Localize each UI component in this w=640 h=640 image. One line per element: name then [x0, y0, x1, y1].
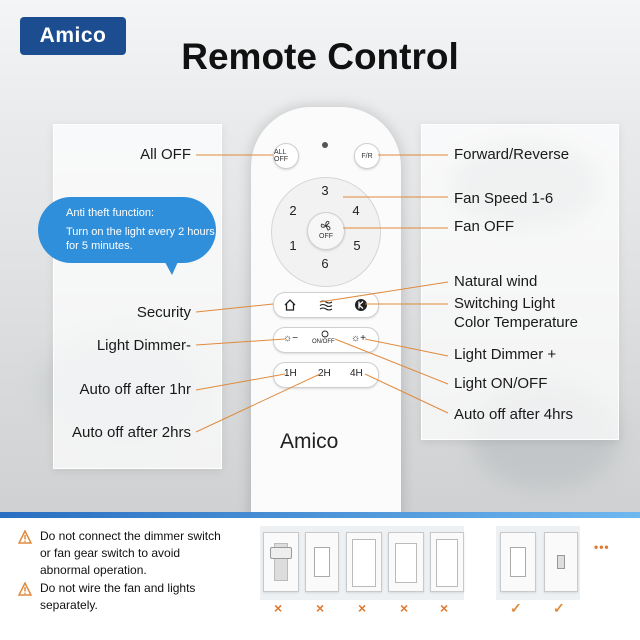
- label-light-on-off: Light ON/OFF: [454, 375, 548, 392]
- label-auto-off-1hr: Auto off after 1hr: [79, 381, 191, 398]
- switch-fan-control: [346, 532, 382, 592]
- label-natural-wind: Natural wind: [454, 273, 538, 290]
- label-switching-light: Switching Light: [454, 295, 555, 312]
- compatible-mark: ✓: [553, 600, 565, 616]
- speed-6-button[interactable]: 6: [321, 256, 329, 271]
- bulb-icon: [321, 330, 329, 338]
- warning-dimmer-line1: Do not connect the dimmer switch: [40, 529, 221, 543]
- light-on-off-button[interactable]: ON/OFF: [312, 339, 335, 345]
- natural-wind-icon[interactable]: [319, 298, 333, 312]
- warning-dimmer-line2: or fan gear switch to avoid: [40, 546, 181, 560]
- dimmer-minus-button[interactable]: ☼−: [283, 333, 299, 344]
- speed-3-button[interactable]: 3: [321, 183, 329, 198]
- label-auto-off-4hrs: Auto off after 4hrs: [454, 406, 573, 423]
- switch-fan-dimmer: [388, 532, 424, 592]
- label-color-temperature: Color Temperature: [454, 314, 578, 331]
- incompatible-mark: ×: [400, 600, 409, 616]
- all-off-button[interactable]: ALL OFF: [273, 143, 299, 169]
- switch-fan-speed: [430, 532, 464, 592]
- warning-wiring-line2: separately.: [40, 598, 98, 612]
- incompatible-mark: ×: [358, 600, 367, 616]
- incompatible-mark: ×: [316, 600, 325, 616]
- anti-theft-bubble: Anti theft function: Turn on the light e…: [38, 197, 216, 263]
- fan-off-button[interactable]: OFF: [307, 212, 345, 250]
- switch-rocker: [305, 532, 339, 592]
- label-forward-reverse: Forward/Reverse: [454, 146, 570, 163]
- speed-4-button[interactable]: 4: [352, 203, 360, 218]
- forward-reverse-button[interactable]: F/R: [354, 143, 380, 169]
- divider-bar: [0, 512, 640, 518]
- label-light-dimmer-minus: Light Dimmer-: [96, 337, 191, 354]
- more-options-dots: •••: [594, 540, 610, 554]
- right-panel: [421, 124, 619, 440]
- incompatible-mark: ×: [440, 600, 449, 616]
- page-title: Remote Control: [181, 36, 459, 77]
- fr-button-label: F/R: [361, 152, 373, 160]
- left-panel: [53, 124, 222, 469]
- security-row: [273, 292, 379, 318]
- speed-5-button[interactable]: 5: [353, 238, 361, 253]
- fan-off-label: OFF: [319, 233, 333, 240]
- incompatible-mark: ×: [274, 600, 283, 616]
- remote-brand-logo: Amico: [280, 430, 339, 453]
- switch-toggle-ok: [544, 532, 578, 592]
- warning-icon: [18, 530, 32, 544]
- fan-icon: [320, 220, 331, 231]
- dimmer-plus-button[interactable]: ☼+: [351, 333, 367, 344]
- label-all-off: All OFF: [140, 146, 191, 163]
- label-fan-speed: Fan Speed 1-6: [454, 190, 554, 207]
- brand-logo-text: Amico: [39, 24, 107, 47]
- warning-icon: [18, 582, 32, 596]
- color-temperature-icon[interactable]: [354, 298, 368, 312]
- label-light-dimmer-plus: Light Dimmer +: [454, 346, 557, 363]
- warning-wiring: Do not wire the fan and lights separatel…: [40, 580, 195, 614]
- warning-dimmer-line3: abnormal operation.: [40, 563, 147, 577]
- ir-led: [322, 142, 328, 148]
- speed-2-button[interactable]: 2: [289, 203, 297, 218]
- warning-dimmer: Do not connect the dimmer switch or fan …: [40, 528, 221, 579]
- label-auto-off-2hrs: Auto off after 2hrs: [72, 424, 191, 441]
- label-security: Security: [136, 304, 191, 321]
- timer-row: 1H 2H 4H: [273, 362, 379, 388]
- all-off-button-label: ALL OFF: [274, 149, 288, 163]
- timer-4h-button[interactable]: 4H: [350, 368, 363, 379]
- switch-rocker-ok: [500, 532, 536, 592]
- warning-wiring-line1: Do not wire the fan and lights: [40, 581, 196, 595]
- bubble-tail: [160, 253, 182, 275]
- speed-1-button[interactable]: 1: [289, 238, 297, 253]
- label-fan-off: Fan OFF: [454, 218, 515, 235]
- brand-logo: Amico: [20, 17, 126, 55]
- timer-2h-button[interactable]: 2H: [318, 368, 331, 379]
- bubble-title: Anti theft function:: [66, 207, 155, 219]
- switch-dimmer-slide: [263, 532, 299, 592]
- home-security-icon[interactable]: [283, 298, 297, 312]
- compatible-mark: ✓: [510, 600, 522, 616]
- timer-1h-button[interactable]: 1H: [284, 368, 297, 379]
- bubble-body: Turn on the light every 2 hours for 5 mi…: [66, 226, 215, 252]
